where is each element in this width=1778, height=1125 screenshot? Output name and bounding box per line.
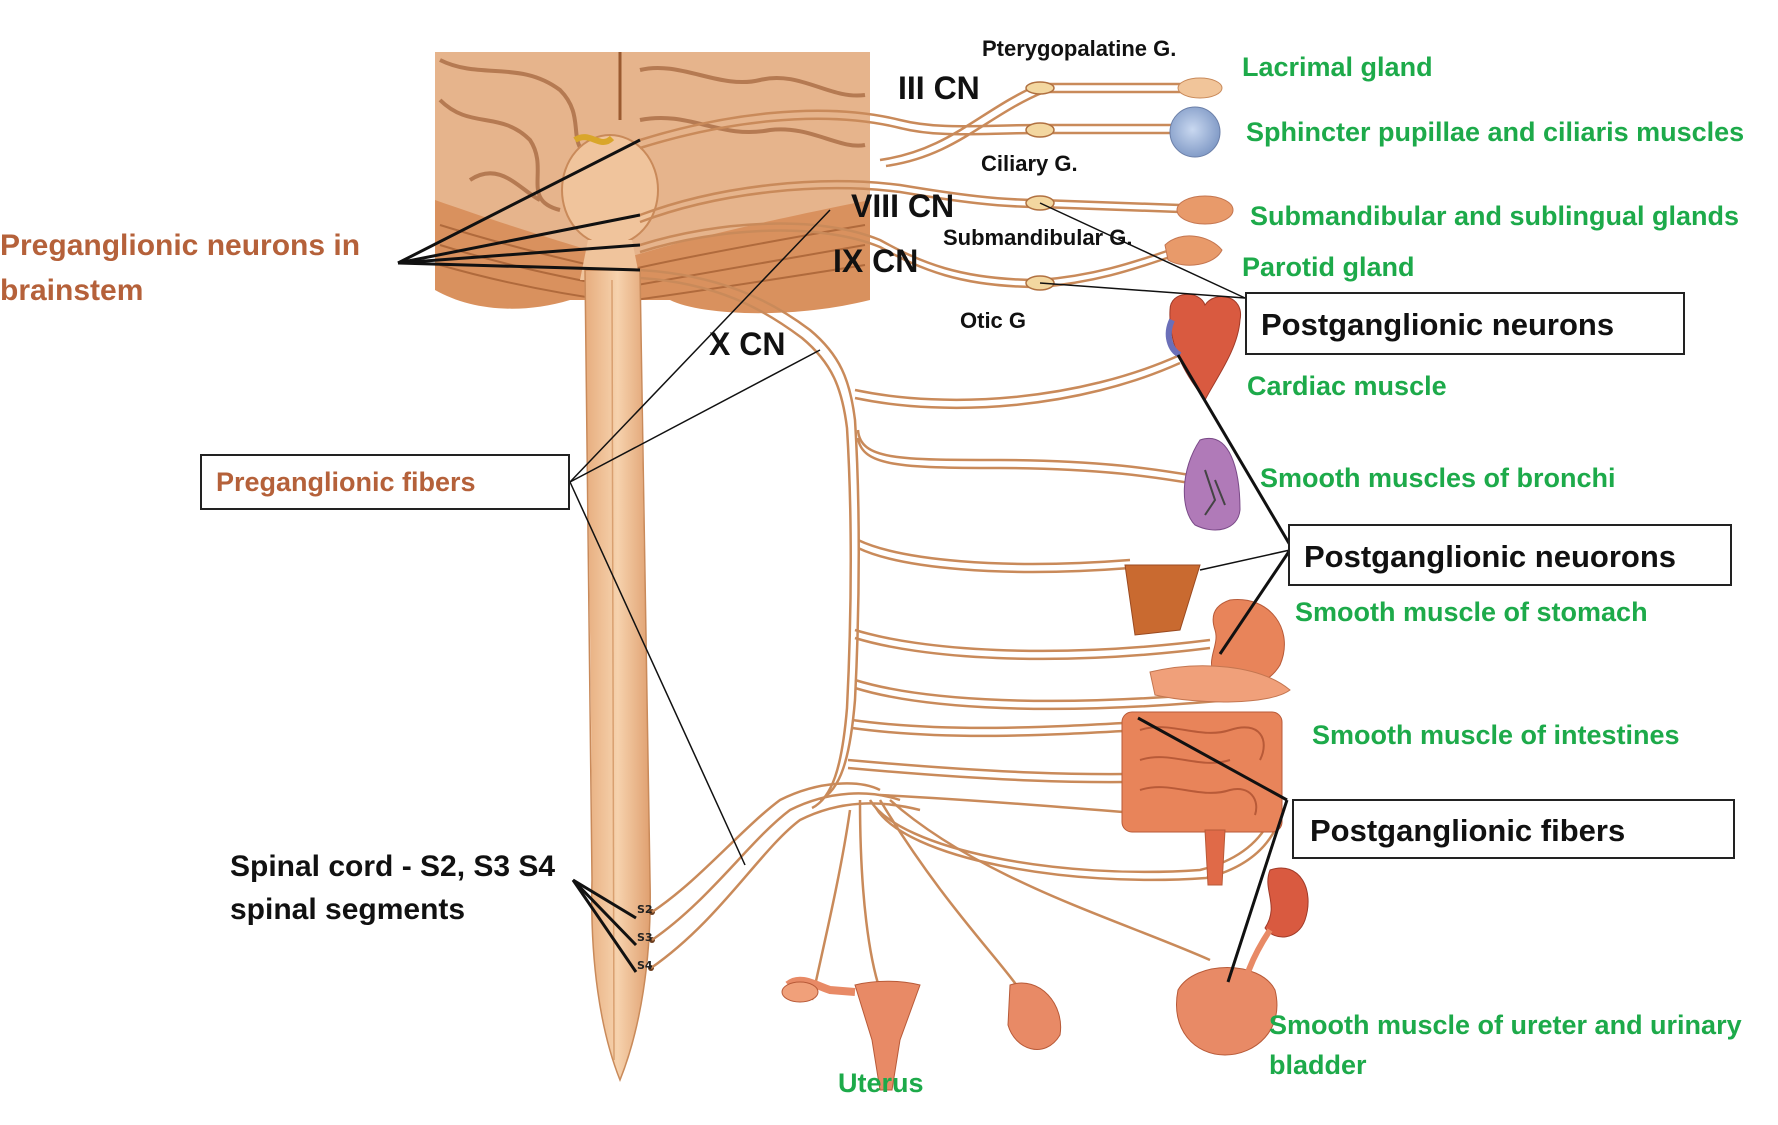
label-ciliary-ganglion: Ciliary G.: [981, 151, 1078, 176]
spinal-segment-s3: S3: [637, 931, 653, 944]
label-parotid-gland: Parotid gland: [1242, 252, 1415, 282]
label-preganglionic-fibers: Preganglionic fibers: [216, 467, 476, 497]
label-postganglionic-fibers: Postganglionic fibers: [1310, 813, 1626, 848]
callout-box-postganglionic-fibers: Postganglionic fibers: [1292, 799, 1735, 859]
brain: [435, 52, 870, 314]
label-submandibular-sublingual-glands: Submandibular and sublingual glands: [1250, 201, 1740, 231]
label-spinal-cord-line1: Spinal cord - S2, S3 S4: [230, 850, 556, 883]
label-spinal-cord-line2: spinal segments: [230, 893, 466, 926]
label-ureter-bladder-line2: bladder: [1269, 1050, 1367, 1080]
label-ix-cn: IX CN: [833, 243, 919, 279]
label-cardiac-muscle: Cardiac muscle: [1247, 371, 1447, 401]
leader-lines: [397, 138, 1292, 983]
label-otic-ganglion: Otic G: [960, 308, 1027, 333]
label-bronchi: Smooth muscles of bronchi: [1260, 463, 1616, 493]
label-stomach: Smooth muscle of stomach: [1295, 597, 1648, 627]
label-sphincter-pupillae: Sphincter pupillae and ciliaris muscles: [1246, 117, 1745, 147]
callout-box-postganglionic-neurons-2: Postganglionic neuorons: [1288, 524, 1732, 586]
callout-box-postganglionic-neurons-1: Postganglionic neurons: [1245, 292, 1685, 355]
spinal-segment-s4: S4: [637, 959, 653, 972]
label-lacrimal-gland: Lacrimal gland: [1242, 52, 1433, 82]
label-uterus: Uterus: [838, 1068, 924, 1098]
label-intestines: Smooth muscle of intestines: [1312, 720, 1680, 750]
callout-box-preganglionic-fibers: Preganglionic fibers: [200, 454, 570, 510]
label-ureter-bladder-line1: Smooth muscle of ureter and urinary: [1269, 1010, 1742, 1040]
label-iii-cn: III CN: [898, 70, 980, 106]
label-x-cn: X CN: [709, 326, 786, 362]
label-pterygopalatine-ganglion: Pterygopalatine G.: [982, 36, 1177, 61]
label-postganglionic-neurons-1: Postganglionic neurons: [1261, 307, 1615, 342]
organs: [781, 77, 1309, 1091]
spinal-segment-s2: S2: [637, 903, 653, 916]
nerve-fibers: [639, 82, 1278, 1001]
label-viii-cn: VIII CN: [851, 188, 955, 224]
ganglia-marks: [1025, 81, 1055, 291]
label-preganglionic-neurons-line2: brainstem: [0, 274, 144, 307]
label-postganglionic-neurons-2: Postganglionic neuorons: [1304, 539, 1677, 574]
label-submandibular-ganglion: Submandibular G.: [943, 225, 1133, 250]
label-preganglionic-neurons-line1: Preganglionic neurons in: [0, 229, 361, 262]
